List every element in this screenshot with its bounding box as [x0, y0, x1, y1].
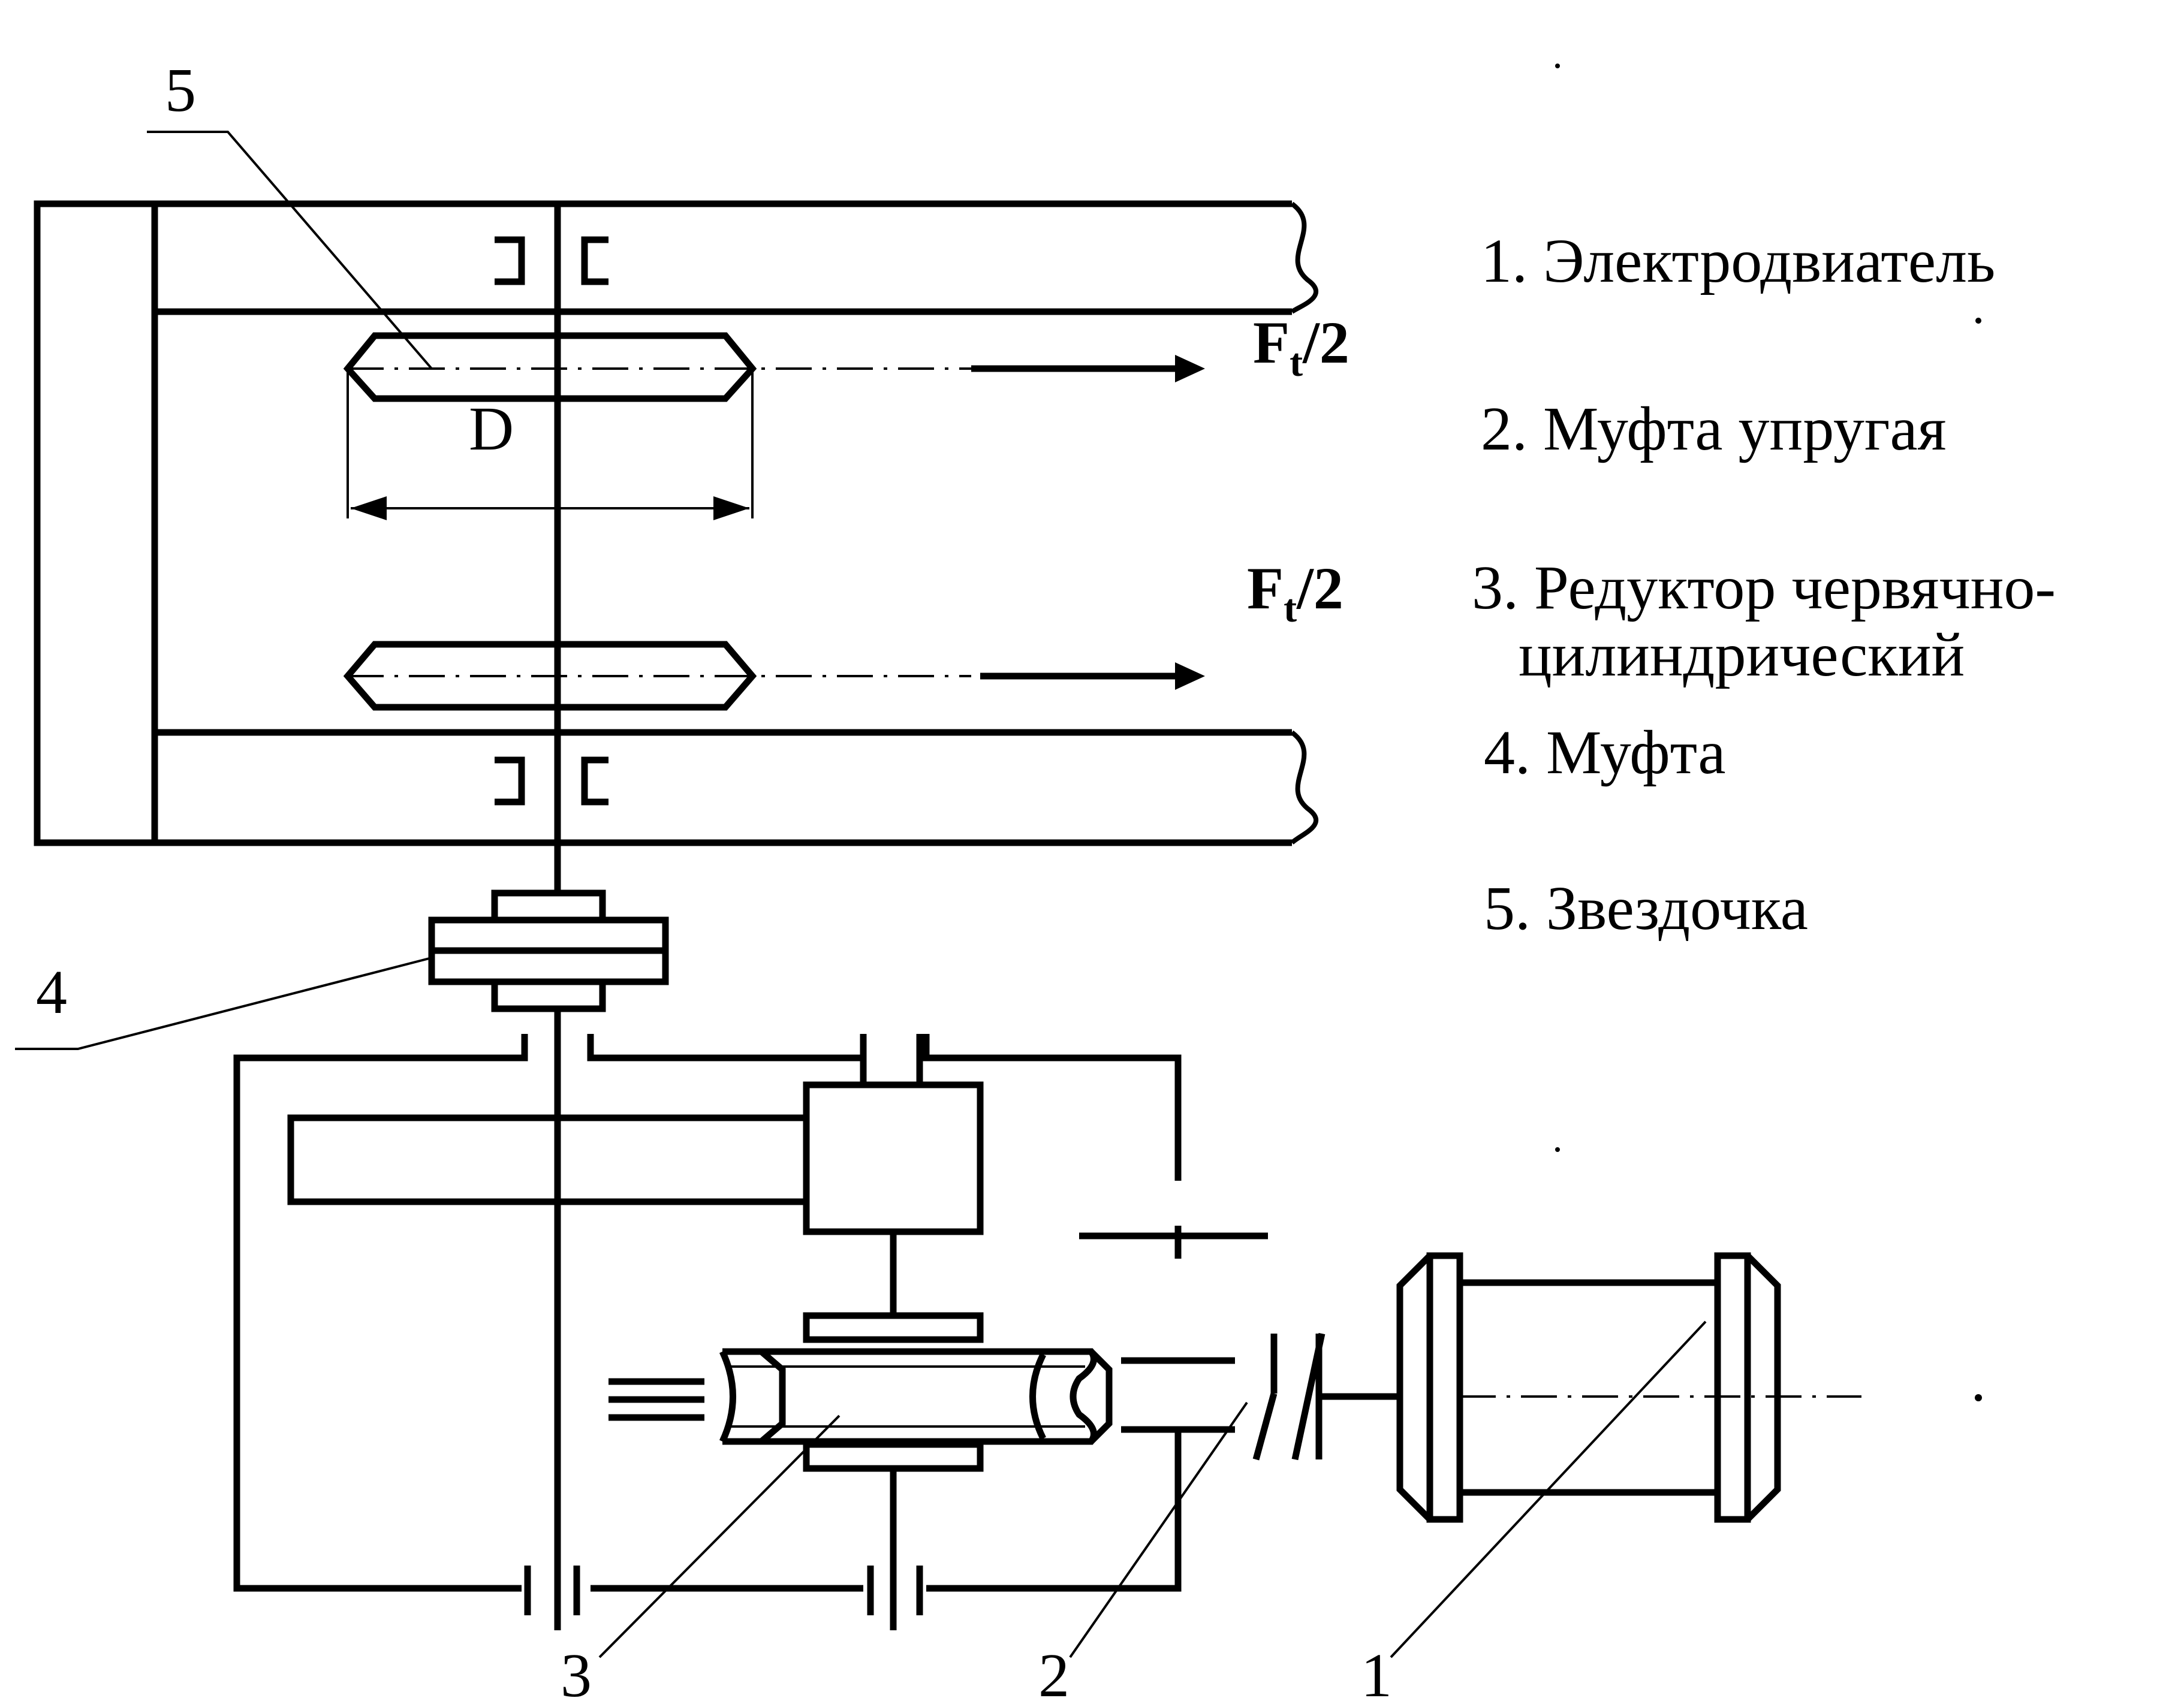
gearbox-housing — [233, 1034, 1182, 1615]
cylindrical-gear-pair — [287, 1034, 984, 1235]
electric-motor-1 — [1319, 1252, 1861, 1523]
worm — [608, 1348, 1113, 1445]
legend-item-5: 5. Звездочка — [1484, 874, 1808, 943]
diameter-label: D — [469, 394, 514, 463]
sprocket-upper — [343, 332, 1205, 402]
conveyor-frame — [34, 200, 1318, 846]
callout-5: 5 — [165, 56, 196, 125]
force-label-lower: Ft/2 — [1247, 555, 1343, 631]
force-label-upper: Ft/2 — [1253, 309, 1349, 385]
legend-item-3: 3. Редуктор червячно- цилиндрический — [1472, 553, 2056, 689]
legend-item-1: 1. Электродвиатель — [1481, 227, 1996, 295]
worm-input-shaft — [1079, 1232, 1268, 1433]
callout-leaders — [15, 131, 1707, 1658]
callout-1: 1 — [1361, 1641, 1392, 1704]
coupling-4 — [428, 889, 669, 1012]
worm-wheel — [803, 1312, 984, 1472]
diameter-dimension: D — [347, 369, 754, 520]
elastic-coupling-2 — [1252, 1332, 1326, 1461]
callout-4: 4 — [36, 958, 67, 1027]
sprocket-lower — [343, 641, 1205, 711]
bearing-upper — [495, 236, 608, 285]
bearing-lower — [495, 756, 608, 806]
callout-3: 3 — [561, 1641, 592, 1704]
legend-item-4: 4. Муфта — [1484, 718, 1726, 787]
legend-item-2: 2. Муфта упругая — [1481, 394, 1947, 463]
callout-2: 2 — [1038, 1641, 1070, 1704]
